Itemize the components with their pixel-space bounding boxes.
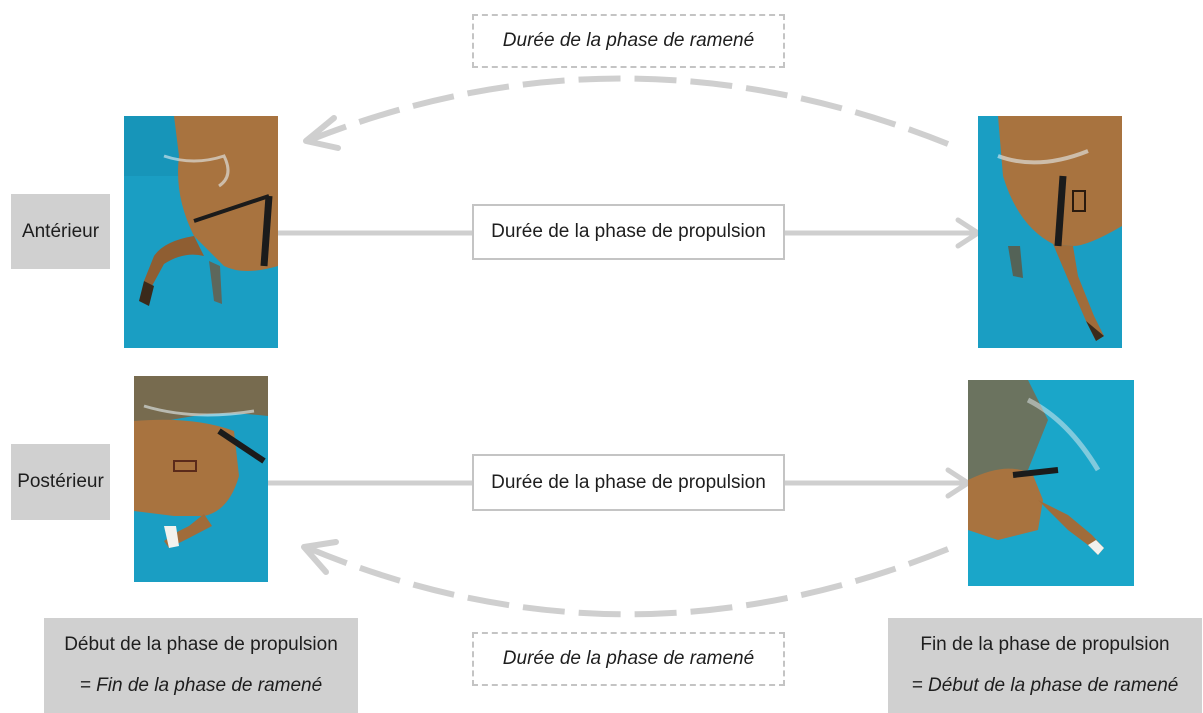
anterior-start-photo <box>124 116 278 348</box>
anterior-ramene-box: Durée de la phase de ramené <box>472 14 785 68</box>
end-caption: Fin de la phase de propulsion = Début de… <box>888 618 1202 713</box>
anterior-propulsion-box: Durée de la phase de propulsion <box>472 204 785 260</box>
end-caption-line2: = Début de la phase de ramené <box>911 674 1179 696</box>
posterior-end-photo <box>968 380 1134 586</box>
posterior-propulsion-box: Durée de la phase de propulsion <box>472 454 785 511</box>
posterior-propulsion-text: Durée de la phase de propulsion <box>491 471 766 493</box>
anterior-label: Antérieur <box>11 194 110 269</box>
end-caption-line1: Fin de la phase de propulsion <box>920 633 1170 655</box>
start-caption: Début de la phase de propulsion = Fin de… <box>44 618 358 713</box>
start-caption-line1: Début de la phase de propulsion <box>64 633 338 655</box>
posterior-label-text: Postérieur <box>17 471 104 492</box>
anterior-ramene-arrowhead <box>303 115 341 151</box>
anterior-end-photo <box>978 116 1122 348</box>
anterior-propulsion-text: Durée de la phase de propulsion <box>491 221 766 242</box>
start-caption-line2: = Fin de la phase de ramené <box>79 674 323 696</box>
posterior-label: Postérieur <box>11 444 110 520</box>
anterior-label-text: Antérieur <box>21 220 100 242</box>
anterior-ramene-arrow <box>308 75 950 147</box>
posterior-ramene-arrowhead <box>301 539 339 575</box>
posterior-ramene-box: Durée de la phase de ramené <box>472 632 785 686</box>
posterior-ramene-text: Durée de la phase de ramené <box>502 648 755 669</box>
anterior-ramene-text: Durée de la phase de ramené <box>502 30 755 51</box>
posterior-start-photo <box>134 376 268 582</box>
posterior-ramene-arrow <box>306 545 950 618</box>
